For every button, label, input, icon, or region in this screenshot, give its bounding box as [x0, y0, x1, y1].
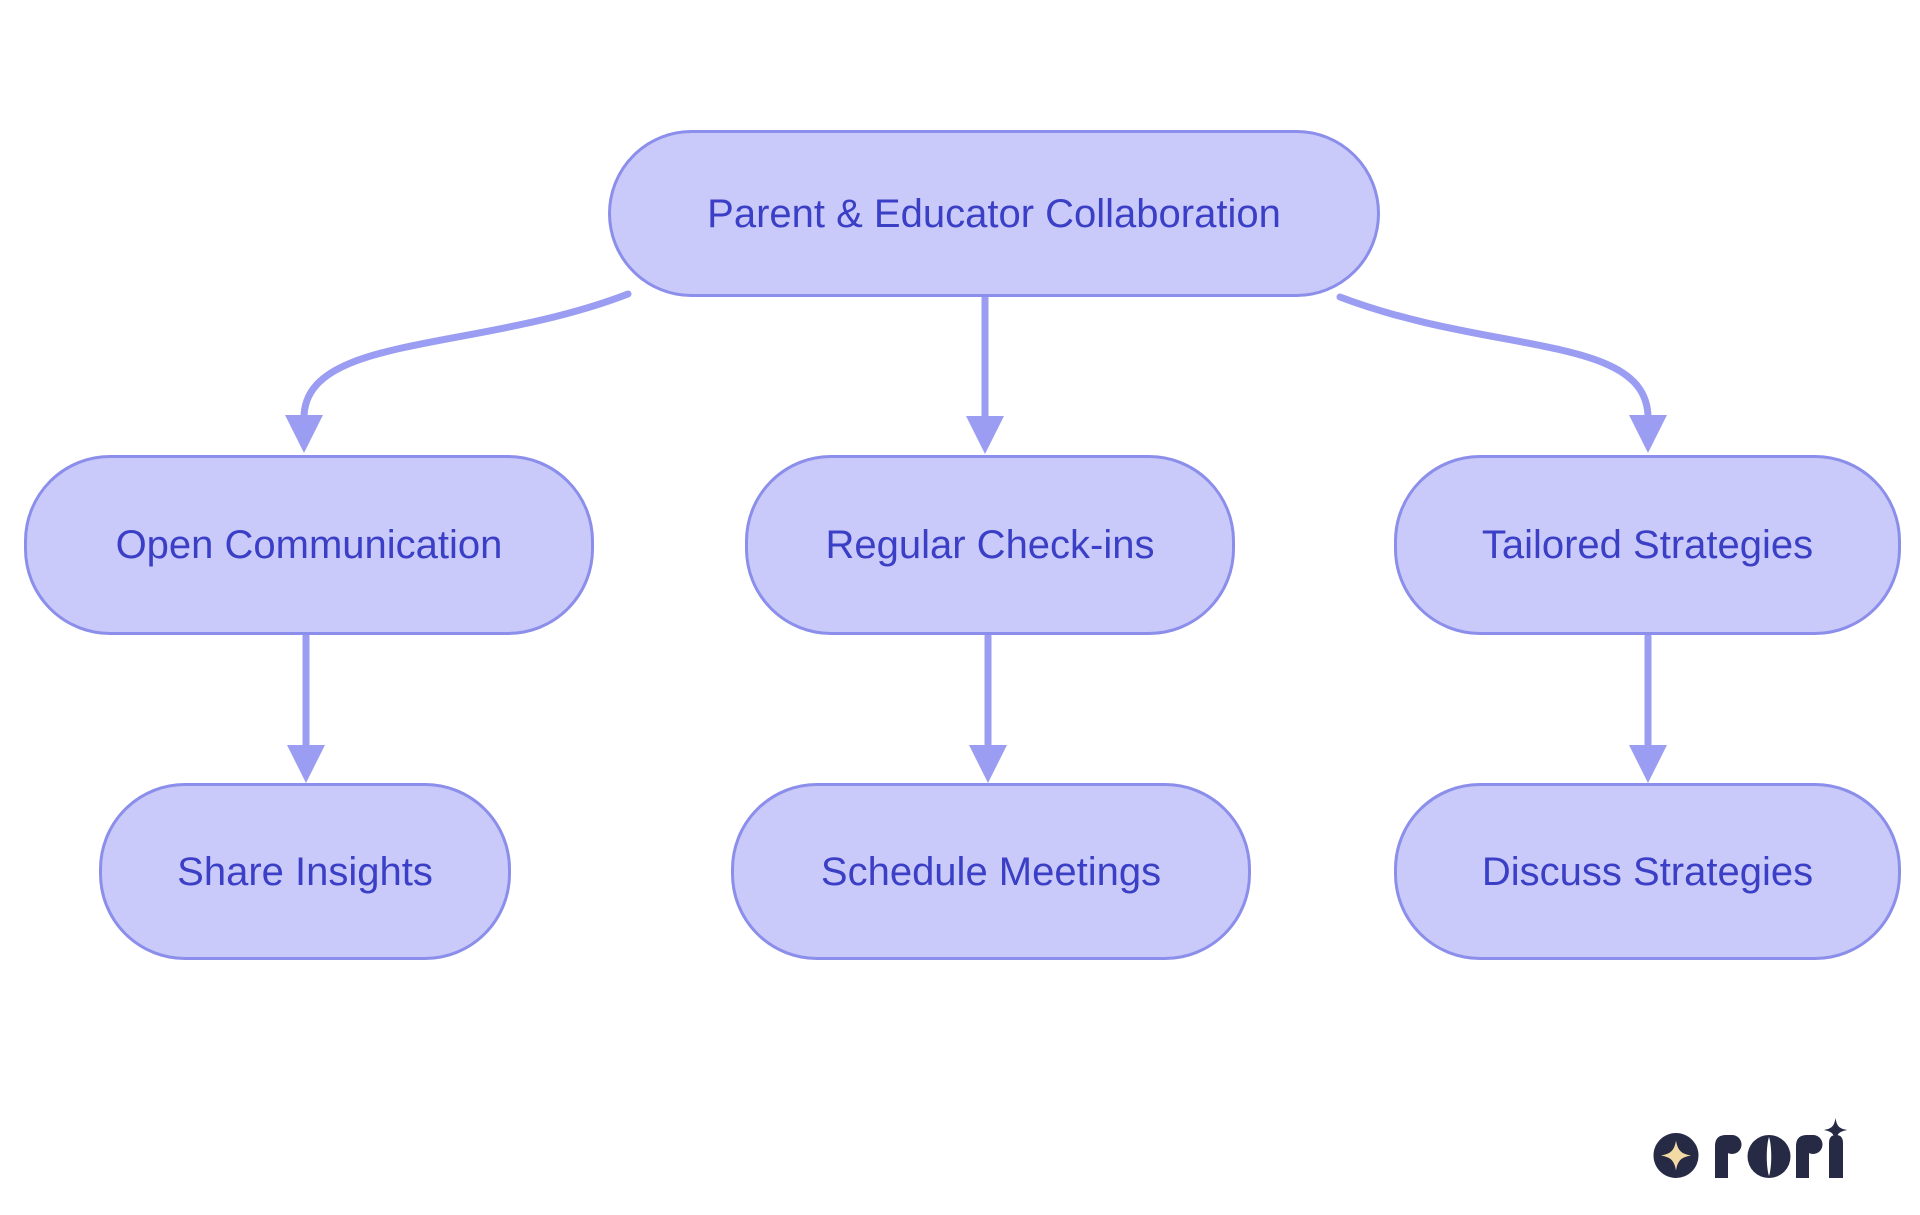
edge-root-tailored-strategies: [1336, 293, 1667, 453]
node-open-communication: Open Communication: [24, 455, 594, 635]
node-regular-check-ins: Regular Check-ins: [745, 455, 1235, 635]
node-label: Share Insights: [177, 849, 433, 894]
edge-root-regular-checkins: [966, 293, 1004, 454]
node-parent-educator-collaboration: Parent & Educator Collaboration: [608, 130, 1380, 297]
node-label: Regular Check-ins: [825, 523, 1155, 567]
sparkle-icon: [1823, 1118, 1848, 1142]
rori-wordmark: [1715, 1135, 1843, 1178]
edge-regular-checkins-schedule-meetings: [969, 632, 1007, 783]
node-schedule-meetings: Schedule Meetings: [731, 783, 1251, 960]
rori-logo-mark-icon: [1653, 1133, 1699, 1178]
edge-tailored-strategies-discuss-strategies: [1629, 632, 1667, 783]
node-share-insights: Share Insights: [99, 783, 511, 960]
node-label: Discuss Strategies: [1481, 849, 1814, 894]
rori-logo-graphic: [1653, 1118, 1848, 1178]
node-tailored-strategies: Tailored Strategies: [1394, 455, 1901, 635]
edge-root-open-communication: [285, 290, 632, 453]
node-label: Tailored Strategies: [1481, 523, 1814, 567]
node-label: Open Communication: [115, 523, 503, 567]
node-label: Schedule Meetings: [820, 849, 1162, 894]
rori-logo: [1648, 1112, 1860, 1188]
node-discuss-strategies: Discuss Strategies: [1394, 783, 1901, 960]
edge-open-communication-share-insights: [287, 632, 325, 783]
node-label: Parent & Educator Collaboration: [707, 191, 1281, 236]
